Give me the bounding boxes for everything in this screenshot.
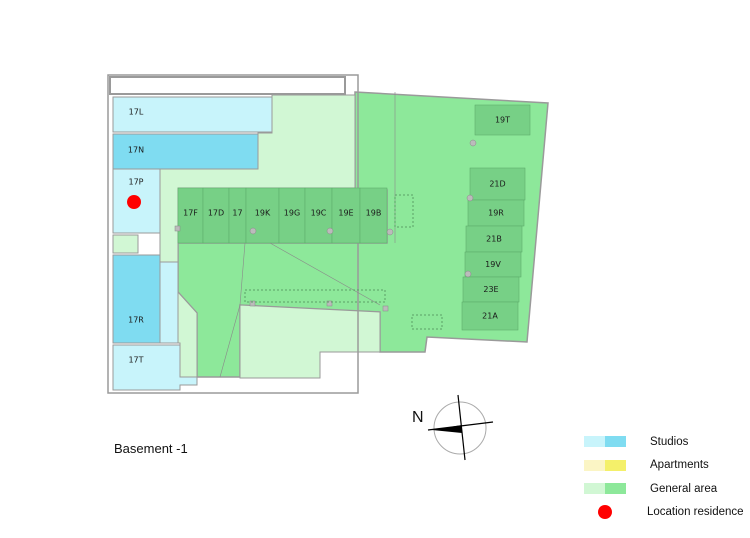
legend-label: General area (650, 482, 718, 495)
storage-unit (465, 225, 523, 253)
studio-17L (112, 96, 273, 133)
compass-north-label: N (412, 409, 424, 426)
compass-icon (427, 394, 494, 461)
studio-17N (112, 133, 259, 170)
room-label: 17T (128, 356, 143, 365)
location-residence-marker (127, 195, 141, 209)
storage-unit (278, 187, 306, 244)
storage-unit (359, 187, 388, 244)
storage-unit (202, 187, 230, 244)
room-label: 17 (232, 209, 242, 218)
studio-17R-bath (159, 261, 179, 344)
storage-unit (462, 276, 520, 303)
room-label: 19G (284, 209, 300, 218)
legend-studios: Studios (584, 430, 744, 454)
bike-rack (244, 289, 386, 303)
room-label: 17F (183, 209, 198, 218)
storage-unit (467, 199, 525, 227)
storage-unit (461, 301, 519, 331)
room-label: 19E (338, 209, 353, 218)
storage-unit (469, 167, 526, 201)
room-label: 19R (488, 209, 504, 218)
top-strip (109, 76, 346, 95)
room-label: 19B (366, 209, 382, 218)
apartment-swatch (605, 459, 626, 471)
legend-general-area: General area (584, 477, 744, 501)
studio-light-swatch (584, 436, 605, 448)
storage-unit (177, 187, 204, 244)
general-swatch (605, 483, 626, 495)
legend-apartments: Apartments (584, 454, 744, 478)
room-label: 19V (485, 260, 501, 269)
room-label: 17R (128, 316, 144, 325)
room-label: 19C (311, 209, 327, 218)
room-label: 17D (208, 209, 224, 218)
room-label: 23E (483, 285, 498, 294)
room-label: 19K (255, 209, 271, 218)
studio-swatch (605, 436, 626, 448)
room-label: 17P (128, 178, 143, 187)
apartment-light-swatch (584, 459, 605, 471)
columns (174, 139, 477, 312)
storage-unit (464, 251, 522, 278)
storage-unit (331, 187, 361, 244)
room-label: 17L (129, 108, 144, 117)
location-dot-icon (598, 505, 612, 520)
storage-unit (474, 104, 531, 136)
bike-rack (411, 314, 443, 330)
stair (112, 234, 139, 254)
studio-17T (112, 344, 198, 391)
general-light-swatch (584, 483, 605, 495)
room-label: 21D (489, 180, 505, 189)
room-label: 21A (482, 312, 498, 321)
studio-17R (112, 254, 161, 344)
general-area-south (239, 304, 381, 379)
legend: Studios Apartments General area Location… (584, 430, 744, 524)
bike-rack (394, 194, 414, 228)
legend-label: Studios (650, 435, 689, 448)
room-label: 17N (128, 146, 144, 155)
storage-unit (304, 187, 333, 244)
room-label: 21B (486, 235, 502, 244)
legend-label: Location residence (647, 506, 744, 519)
legend-location: Location residence (584, 501, 744, 525)
floor-title: Basement -1 (114, 441, 188, 456)
legend-label: Apartments (650, 459, 709, 472)
room-label: 19T (495, 116, 510, 125)
